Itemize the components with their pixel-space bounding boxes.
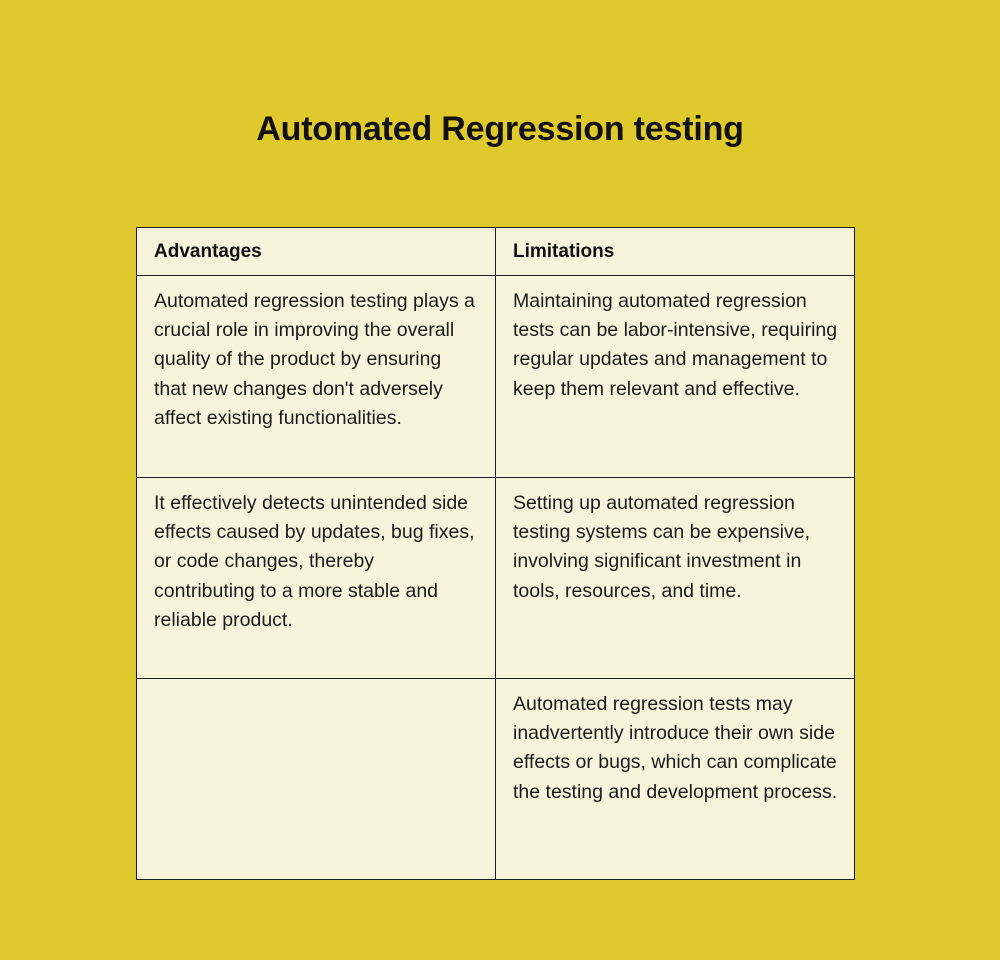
limitation-cell-1: Maintaining automated regression tests c… bbox=[495, 275, 855, 478]
advantage-cell-2: It effectively detects unintended side e… bbox=[136, 477, 496, 679]
page-title: Automated Regression testing bbox=[256, 109, 744, 148]
advantage-cell-1: Automated regression testing plays a cru… bbox=[136, 275, 496, 478]
comparison-table-container: Advantages Limitations Automated regress… bbox=[136, 227, 855, 880]
advantages-limitations-table: Advantages Limitations Automated regress… bbox=[136, 227, 855, 880]
table-body: Automated regression testing plays a cru… bbox=[136, 275, 855, 880]
table-row: Automated regression tests may inadverte… bbox=[136, 678, 855, 880]
table-row: Automated regression testing plays a cru… bbox=[136, 275, 855, 478]
column-header-limitations: Limitations bbox=[495, 227, 855, 276]
table-header-row: Advantages Limitations bbox=[136, 227, 855, 276]
limitation-cell-2: Setting up automated regression testing … bbox=[495, 477, 855, 679]
table-row: It effectively detects unintended side e… bbox=[136, 477, 855, 679]
column-header-advantages: Advantages bbox=[136, 227, 496, 276]
limitation-cell-3: Automated regression tests may inadverte… bbox=[495, 678, 855, 880]
table-header: Advantages Limitations bbox=[136, 227, 855, 276]
advantage-cell-3-empty bbox=[136, 678, 496, 880]
